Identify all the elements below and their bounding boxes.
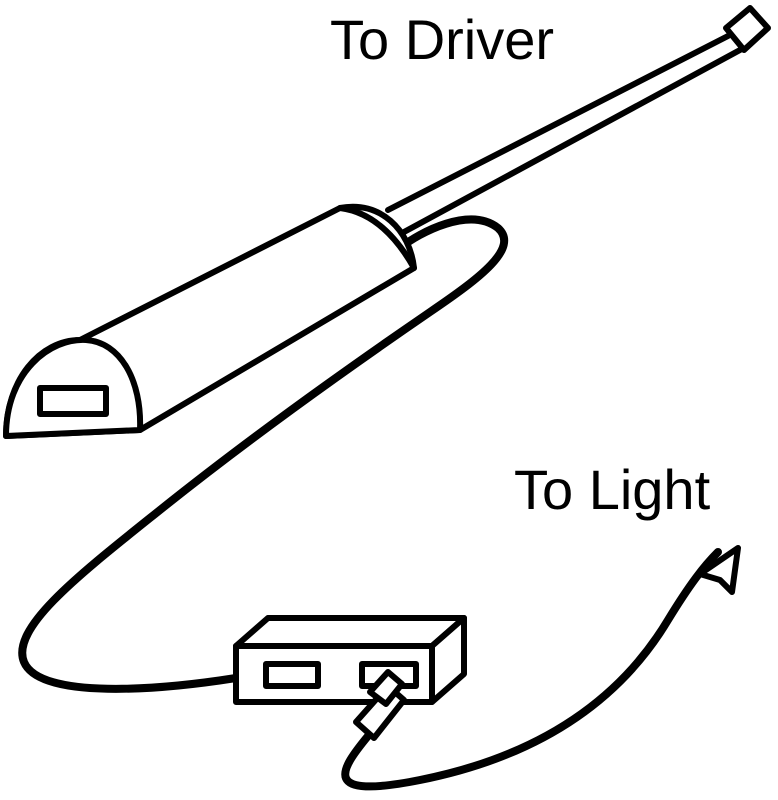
driver-wire-a [385, 33, 731, 213]
label-to-light: To Light [514, 458, 711, 521]
half-round-housing [3, 203, 417, 439]
driver-wire-b [401, 47, 743, 235]
main-cable [18, 215, 509, 693]
port-left [263, 661, 321, 689]
arrow-head-icon [697, 545, 741, 595]
driver-plug [723, 5, 771, 53]
light-cable [341, 548, 722, 791]
housing-slot [37, 385, 109, 417]
label-to-driver: To Driver [330, 8, 555, 71]
connector-box [233, 615, 467, 705]
